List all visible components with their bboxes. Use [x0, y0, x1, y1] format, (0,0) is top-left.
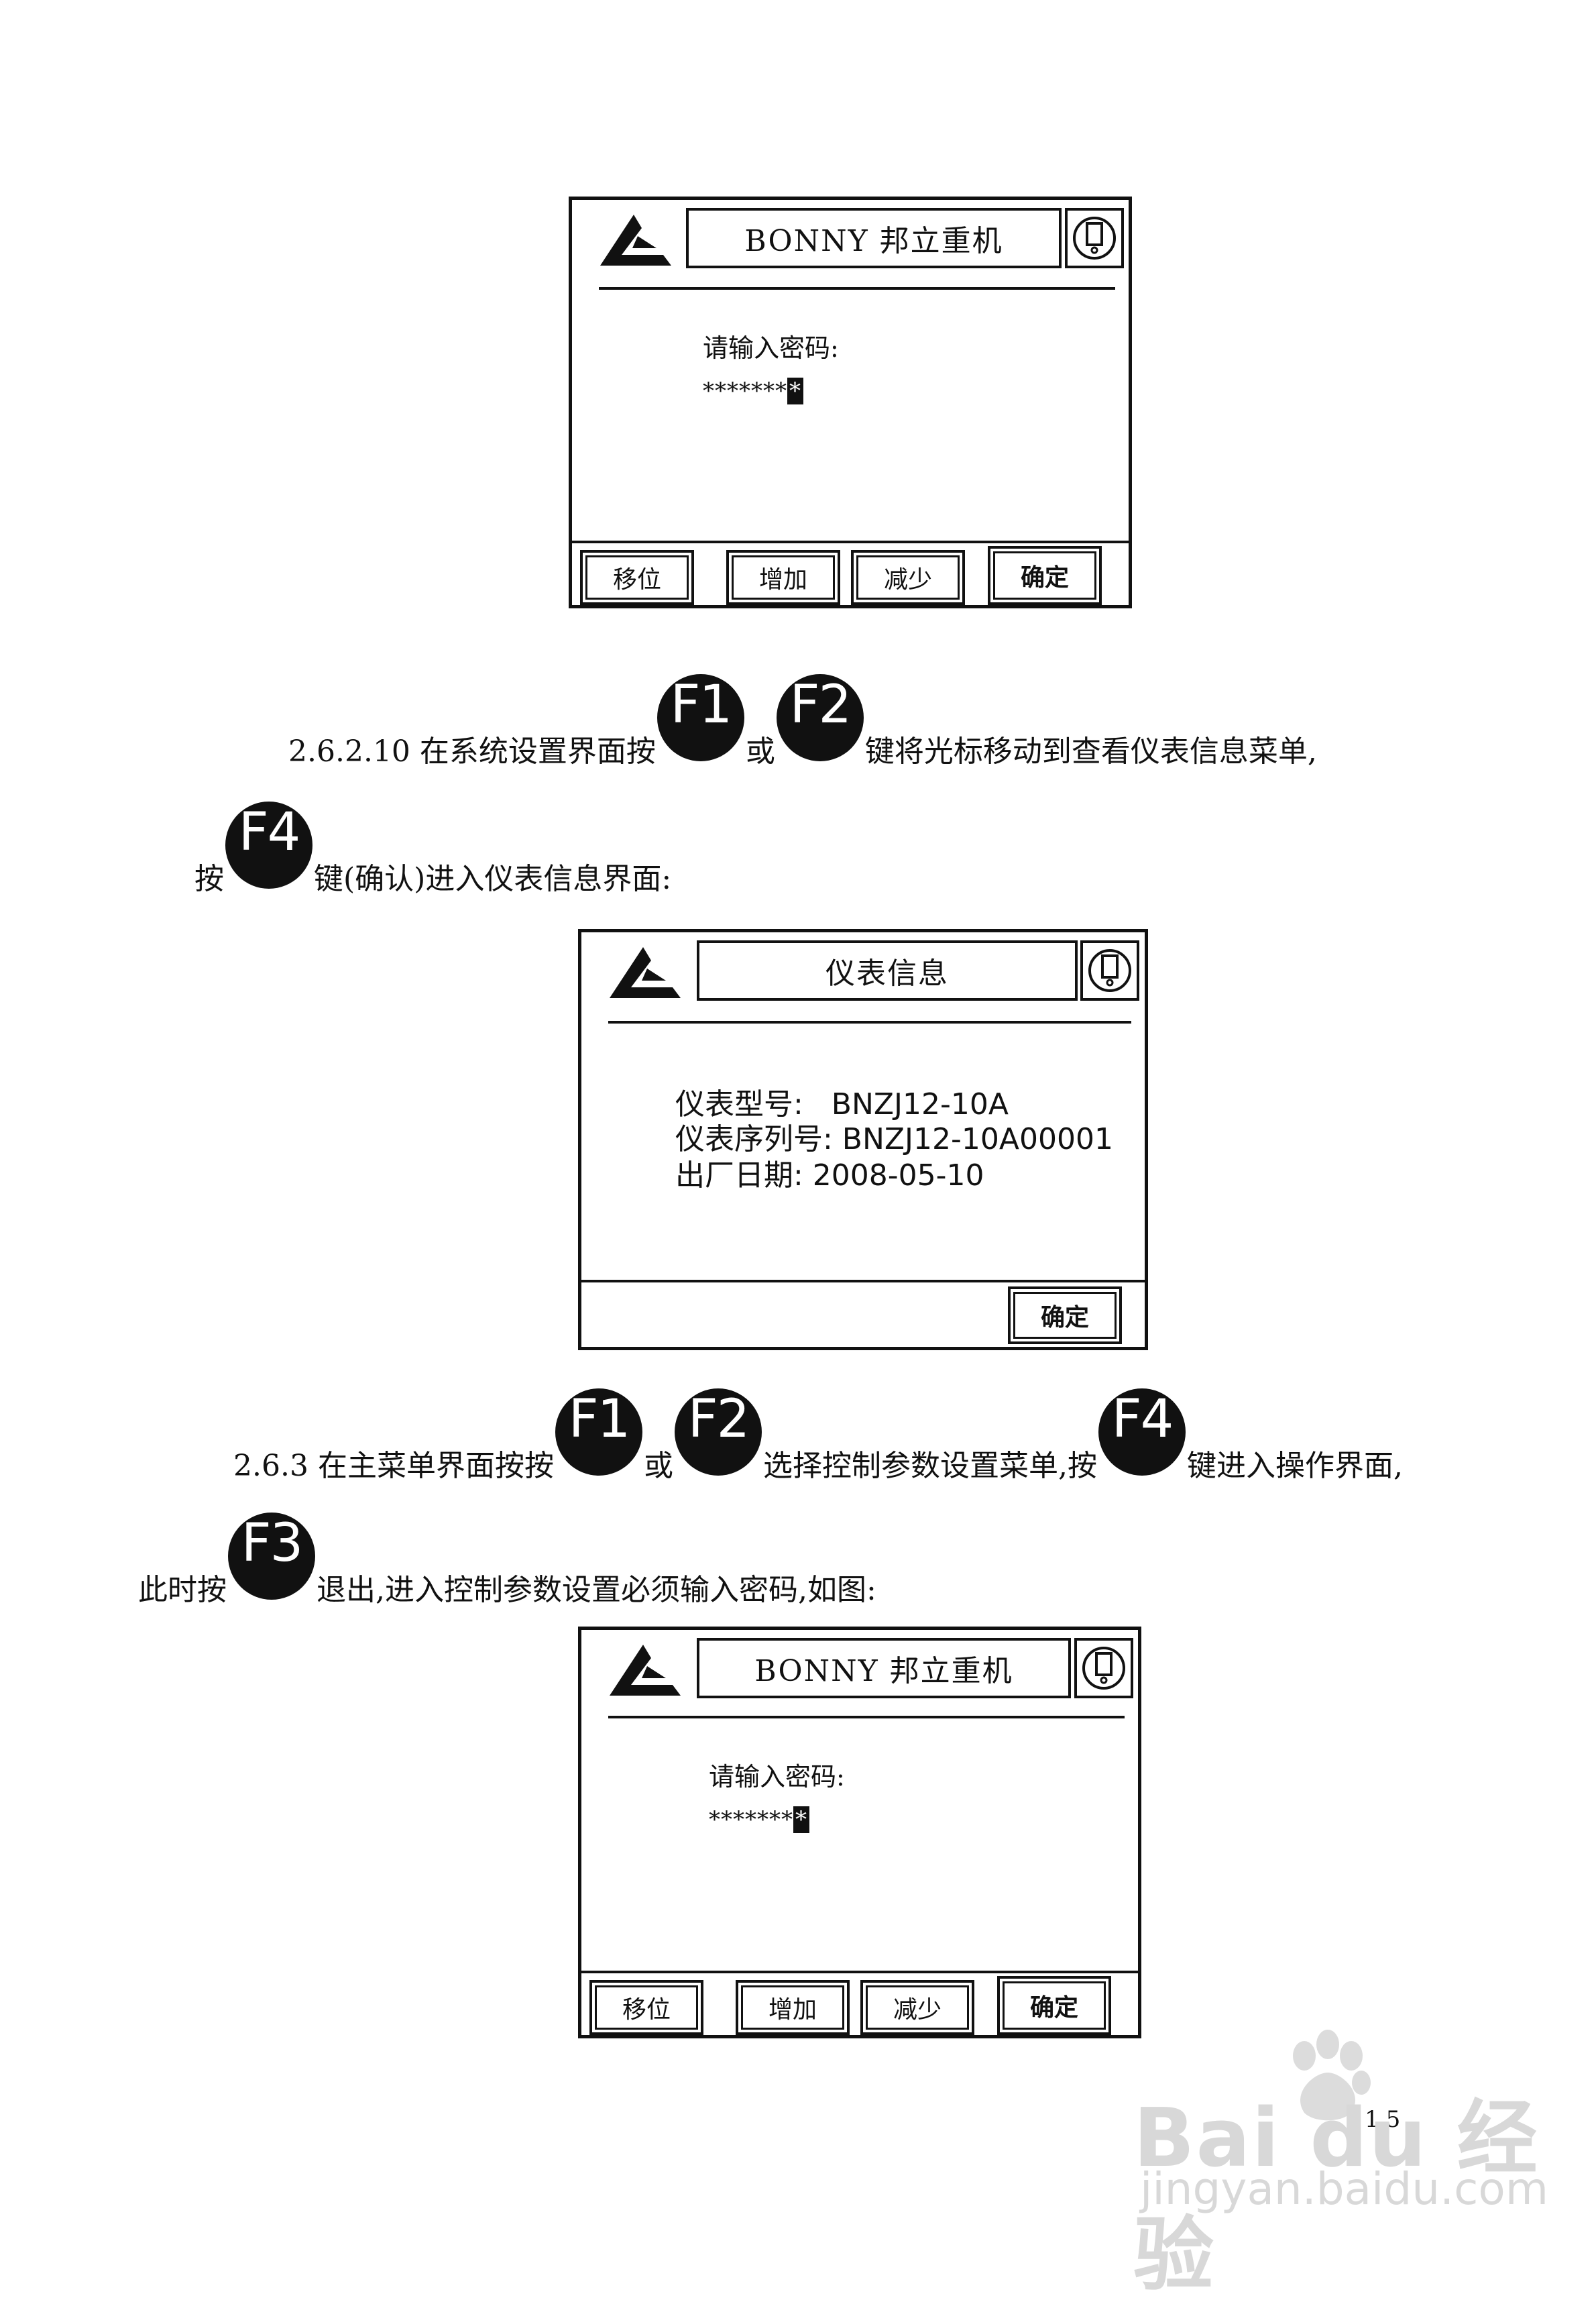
- para2-or: 或: [643, 1449, 673, 1483]
- f1-key-icon: F1: [657, 674, 744, 761]
- screen-title-text: 仪表信息: [825, 956, 949, 991]
- device-model: 仪表型号: BNZJ12-10A: [675, 1087, 1009, 1121]
- watermark-url: jingyan.baidu.com: [1140, 2163, 1549, 2215]
- header-divider: [608, 1021, 1131, 1024]
- f2-key-icon: F2: [674, 1388, 762, 1476]
- paw-icon: [1293, 2030, 1371, 2121]
- page-number: 15: [1365, 2106, 1408, 2133]
- phone-icon-box[interactable]: [1074, 1638, 1133, 1698]
- confirm-button[interactable]: 确定: [1008, 1286, 1122, 1344]
- device-serial: 仪表序列号: BNZJ12-10A00001: [675, 1122, 1113, 1156]
- f4-key-icon: F4: [1098, 1388, 1186, 1476]
- password-field[interactable]: ********: [709, 1806, 809, 1833]
- f4-key-icon: F4: [225, 802, 312, 889]
- para2-text-b: 选择控制参数设置菜单,按: [762, 1449, 1097, 1483]
- increase-button[interactable]: 增加: [736, 1980, 850, 2035]
- f4-key-label: F4: [1111, 1389, 1174, 1449]
- screen-title: BONNY 邦立重机: [686, 208, 1062, 268]
- para2-text-d: 此时按: [138, 1573, 227, 1607]
- screen-title: BONNY 邦立重机: [697, 1638, 1071, 1698]
- phone-icon-box[interactable]: [1065, 208, 1124, 268]
- manufacture-date: 出厂日期: 2008-05-10: [675, 1158, 984, 1193]
- para1-text-d: 键(确认)进入仪表信息界面:: [314, 862, 672, 896]
- device-info-screen: 仪表信息 仪表型号: BNZJ12-10A 仪表序列号: BNZJ12-10A0…: [578, 929, 1148, 1350]
- button-bar-divider: [581, 1971, 1138, 1973]
- screen-title: 仪表信息: [697, 940, 1078, 1001]
- decrease-button[interactable]: 减少: [851, 550, 965, 605]
- f3-key-label: F3: [241, 1513, 304, 1574]
- increase-button[interactable]: 增加: [726, 550, 840, 605]
- para1-text-c: 按: [194, 862, 224, 896]
- screen-title-text: BONNY 邦立重机: [754, 1654, 1013, 1688]
- para1-text-b: 键将光标移动到查看仪表信息菜单,: [864, 734, 1317, 769]
- confirm-button[interactable]: 确定: [988, 546, 1102, 605]
- paragraph-2-6-2-10-line-1: 2.6.2.10 在系统设置界面按 F1 或 F2 键将光标移动到查看仪表信息菜单,: [288, 674, 1317, 770]
- f1-key-label: F1: [670, 675, 733, 735]
- f2-key-icon: F2: [776, 674, 864, 761]
- f4-key-label: F4: [238, 802, 301, 863]
- decrease-button[interactable]: 减少: [860, 1980, 974, 2035]
- f1-key-icon: F1: [555, 1388, 642, 1476]
- phone-icon: [1082, 1647, 1125, 1690]
- para2-text-a: 2.6.3 在主菜单界面按按: [233, 1449, 554, 1483]
- phone-icon: [1073, 217, 1116, 260]
- screen-title-text: BONNY 邦立重机: [744, 224, 1003, 258]
- bonny-logo-icon: [610, 1645, 681, 1696]
- shift-button[interactable]: 移位: [580, 550, 694, 605]
- phone-icon-box[interactable]: [1080, 940, 1139, 1001]
- password-cursor: *: [787, 378, 803, 404]
- header-divider: [608, 1716, 1125, 1718]
- para2-text-c: 键进入操作界面,: [1186, 1449, 1403, 1483]
- paragraph-2-6-2-10-line-2: 按 F4 键(确认)进入仪表信息界面:: [194, 802, 671, 897]
- password-prompt: 请输入密码:: [709, 1762, 845, 1792]
- f2-key-label: F2: [789, 675, 852, 735]
- paragraph-2-6-3-line-2: 此时按 F3 退出,进入控制参数设置必须输入密码,如图:: [138, 1513, 876, 1608]
- confirm-button[interactable]: 确定: [997, 1976, 1111, 2035]
- bonny-logo-icon: [610, 947, 681, 998]
- f3-key-icon: F3: [228, 1513, 315, 1600]
- login-screen-2: BONNY 邦立重机 请输入密码: ******** 移位 增加 减少 确定: [578, 1627, 1141, 2038]
- header-divider: [599, 287, 1115, 290]
- password-mask: *******: [703, 378, 787, 404]
- button-bar-divider: [581, 1280, 1145, 1282]
- f2-key-label: F2: [687, 1389, 750, 1449]
- para1-text-a: 2.6.2.10 在系统设置界面按: [288, 734, 656, 769]
- paragraph-2-6-3-line-1: 2.6.3 在主菜单界面按按 F1 或 F2 选择控制参数设置菜单,按 F4 键进入操作界面…: [233, 1388, 1403, 1484]
- phone-icon: [1088, 949, 1131, 992]
- button-bar-divider: [572, 541, 1129, 543]
- password-cursor: *: [793, 1806, 809, 1833]
- shift-button[interactable]: 移位: [589, 1980, 703, 2035]
- login-screen-1: BONNY 邦立重机 请输入密码: ******** 移位 增加 减少 确定: [569, 197, 1132, 608]
- password-mask: *******: [709, 1806, 793, 1833]
- password-prompt: 请输入密码:: [703, 333, 839, 363]
- f1-key-label: F1: [568, 1389, 631, 1449]
- para2-text-e: 退出,进入控制参数设置必须输入密码,如图:: [317, 1573, 876, 1607]
- password-field[interactable]: ********: [703, 378, 803, 404]
- bonny-logo-icon: [600, 215, 671, 266]
- para1-or: 或: [745, 734, 775, 769]
